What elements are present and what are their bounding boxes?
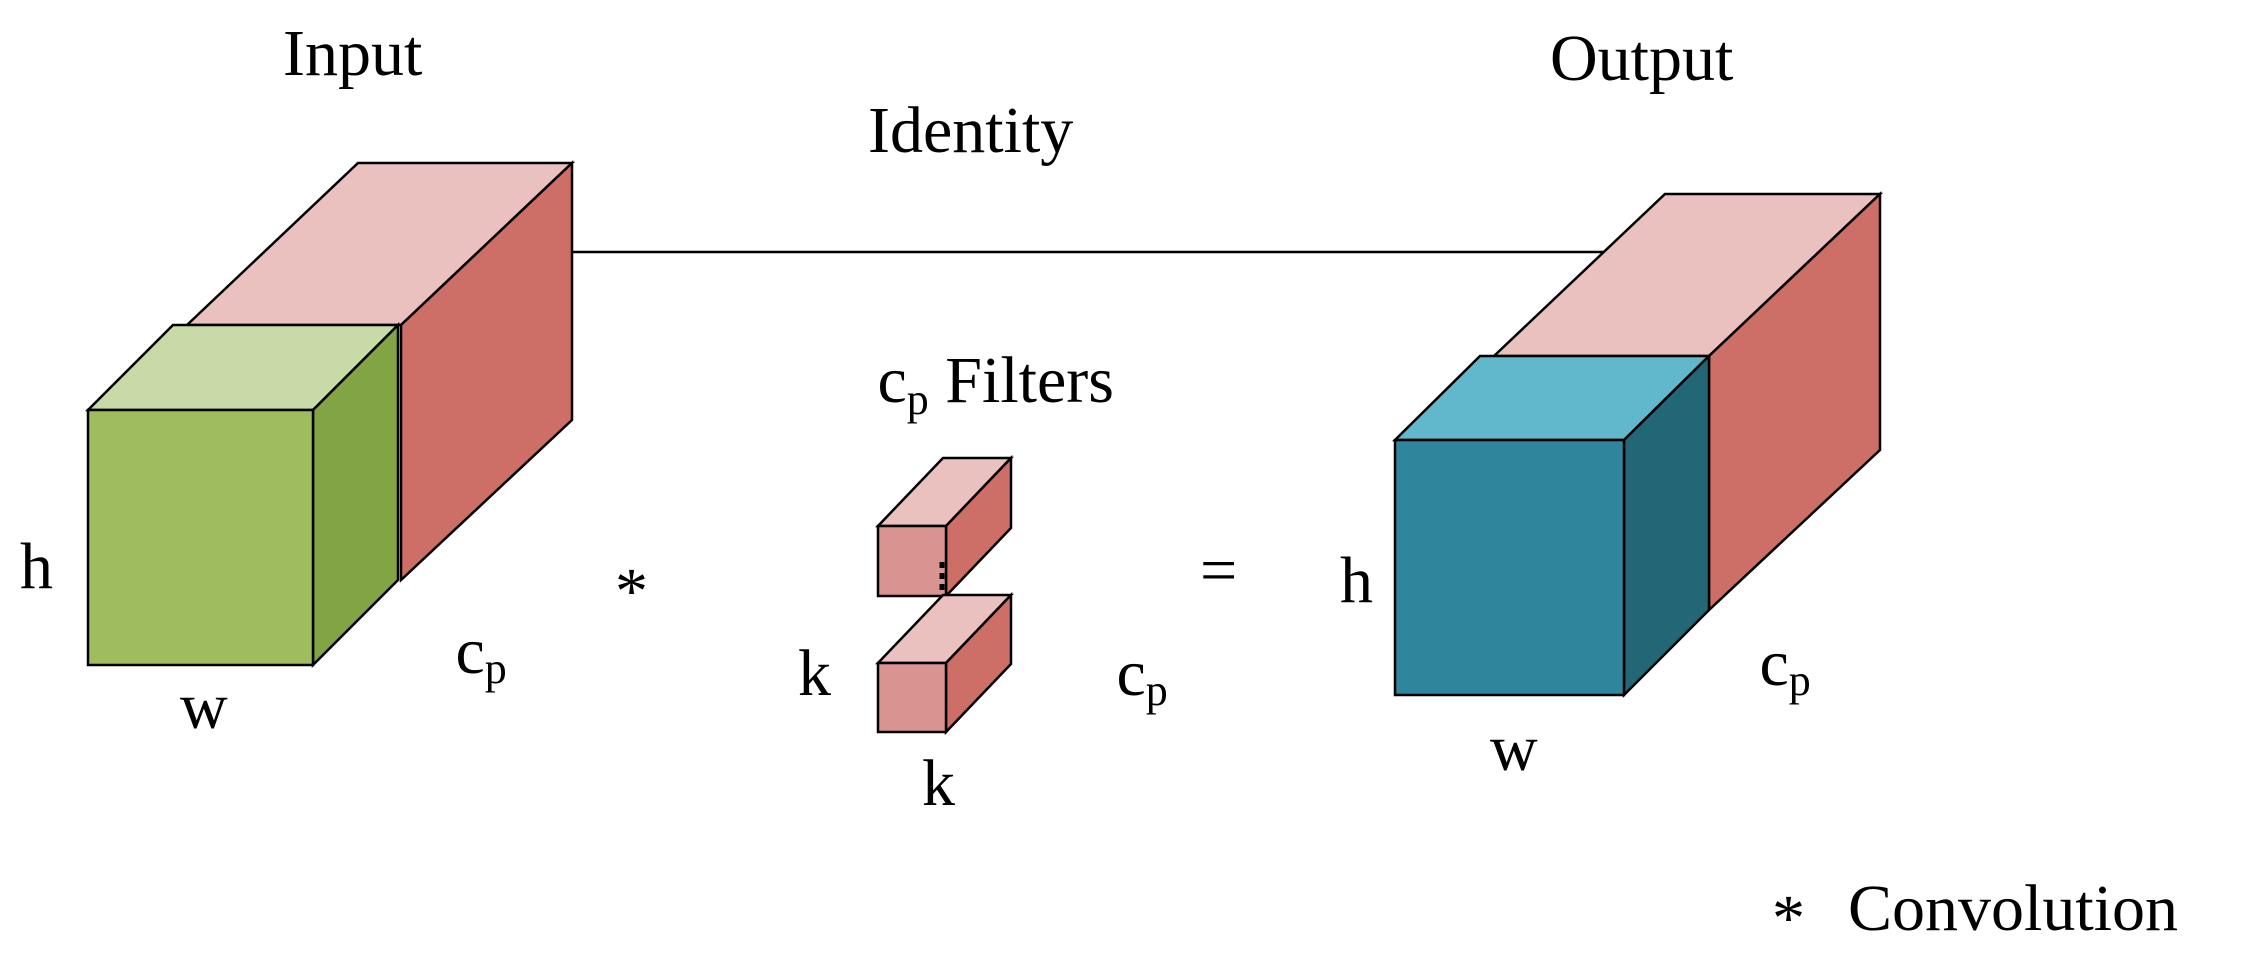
output-channel-label: cp <box>1677 627 1860 710</box>
output-channel-c: c <box>1760 627 1789 700</box>
filters-group <box>875 454 1014 736</box>
legend-text: Convolution <box>1848 872 2178 945</box>
legend: * Convolution <box>1772 872 2178 955</box>
filter-channel-label: cp <box>1034 637 1217 720</box>
filter-top-front-face <box>876 524 948 598</box>
filter-block-top <box>875 454 1014 600</box>
filter-channel-sub: p <box>1146 666 1168 715</box>
filter-kernel-width-label: k <box>922 747 955 820</box>
legend-symbol: * <box>1772 882 1805 955</box>
output-cube-front-face <box>1393 438 1626 697</box>
filter-channel-c: c <box>1117 637 1146 710</box>
input-channel-side-face <box>399 160 574 583</box>
input-channel-c: c <box>456 615 485 688</box>
input-channel-sub: p <box>485 644 507 693</box>
output-width-label: w <box>1490 712 1538 785</box>
input-height-label: h <box>20 530 53 603</box>
output-channel-block <box>1490 191 1884 613</box>
filters-label-text: Filters <box>929 344 1114 417</box>
identity-label: Identity <box>868 94 1073 167</box>
input-channel-label: cp <box>373 615 556 698</box>
output-channel-sub: p <box>1789 656 1811 705</box>
filters-label-c: c <box>878 344 907 417</box>
output-feature-cube <box>1391 353 1713 699</box>
convolution-operator: * <box>615 555 648 628</box>
output-height-label: h <box>1340 544 1373 617</box>
input-cube-front-face <box>86 408 315 667</box>
input-feature-cube <box>84 321 402 669</box>
output-tensor <box>1391 191 1884 699</box>
filter-bottom-front-face <box>876 661 948 734</box>
output-title: Output <box>1550 22 1733 95</box>
filters-label-sub: p <box>907 375 929 424</box>
filter-block-bottom <box>875 591 1014 736</box>
filters-label: cp Filters <box>795 344 1163 424</box>
input-channel-block <box>183 160 576 583</box>
filter-kernel-height-label: k <box>798 637 831 710</box>
input-title: Input <box>283 17 422 90</box>
input-width-label: w <box>180 670 228 743</box>
equals-operator: = <box>1200 534 1237 607</box>
input-tensor <box>84 160 576 669</box>
